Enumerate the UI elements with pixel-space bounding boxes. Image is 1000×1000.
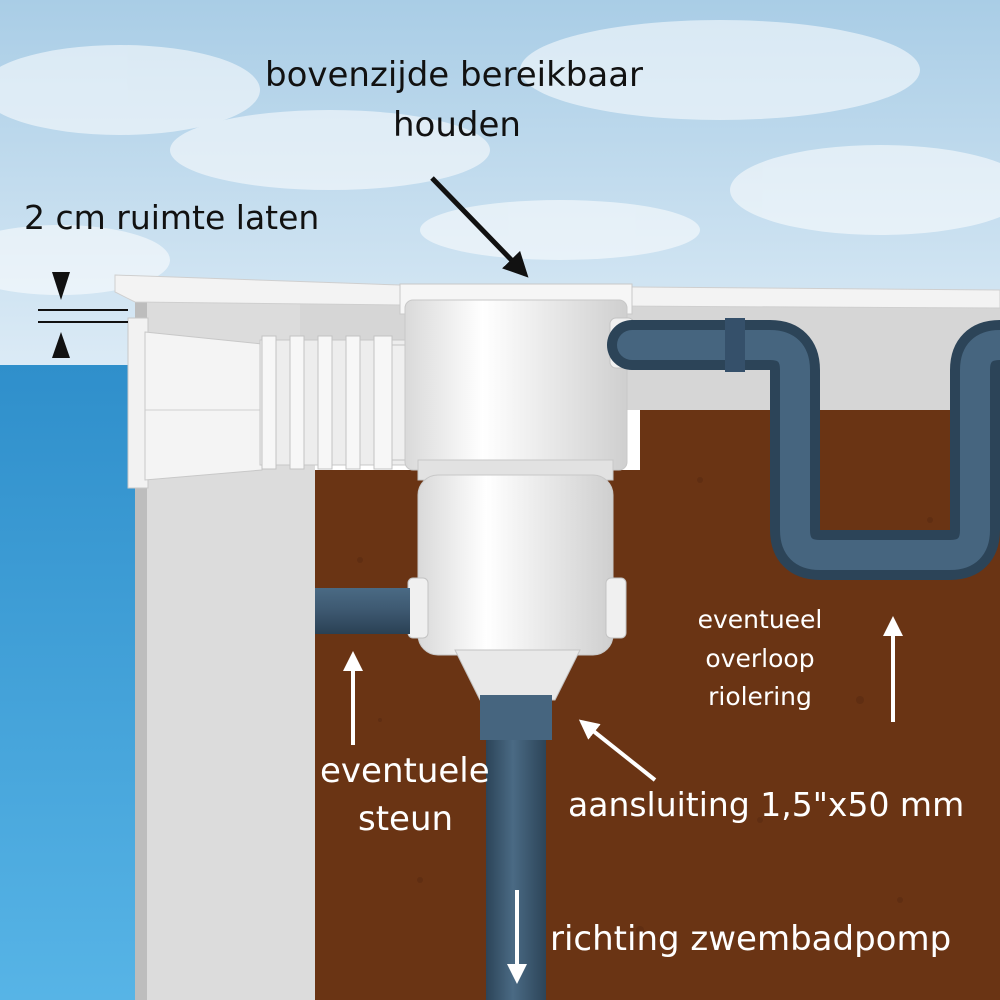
pool-water [0, 365, 140, 1000]
gap-arrow-down-icon [52, 272, 70, 300]
label-overflow-line1: eventueel [697, 605, 823, 634]
support-pipe [315, 588, 410, 634]
gap-indicator [38, 272, 128, 358]
label-overflow-line3: riolering [708, 682, 812, 711]
label-support-line1: eventuele [320, 751, 490, 791]
connection-arrow-icon [578, 719, 657, 782]
overflow-pipe [607, 320, 1000, 580]
overflow-pipe-coupling [725, 318, 745, 372]
soil-texture [357, 477, 933, 934]
label-pump-direction: richting zwembadpomp [550, 919, 952, 959]
label-support-line2: steun [358, 799, 454, 839]
pump-pipe-sleeve [480, 695, 552, 740]
top-access-arrow-icon [430, 176, 529, 278]
label-top-access-line2: houden [393, 105, 521, 145]
skimmer-mouth [144, 331, 263, 481]
label-gap: 2 cm ruimte laten [24, 198, 320, 237]
label-top-access-line1: bovenzijde bereikbaar [265, 55, 644, 95]
label-connection: aansluiting 1,5"x50 mm [568, 785, 965, 824]
skimmer-body [399, 283, 635, 701]
gap-arrow-up-icon [52, 332, 70, 358]
label-overflow-line2: overloop [705, 644, 815, 673]
